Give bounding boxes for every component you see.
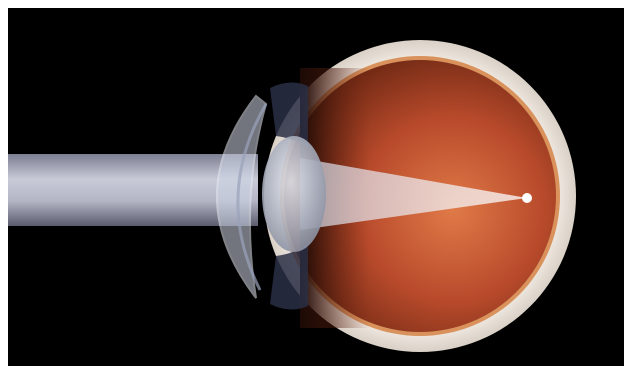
- focal-point: [522, 193, 532, 203]
- cornea: [217, 96, 266, 298]
- eye-illustration-panel: [8, 8, 624, 366]
- eye-illustration: [8, 8, 624, 366]
- crystalline-lens: [262, 136, 326, 252]
